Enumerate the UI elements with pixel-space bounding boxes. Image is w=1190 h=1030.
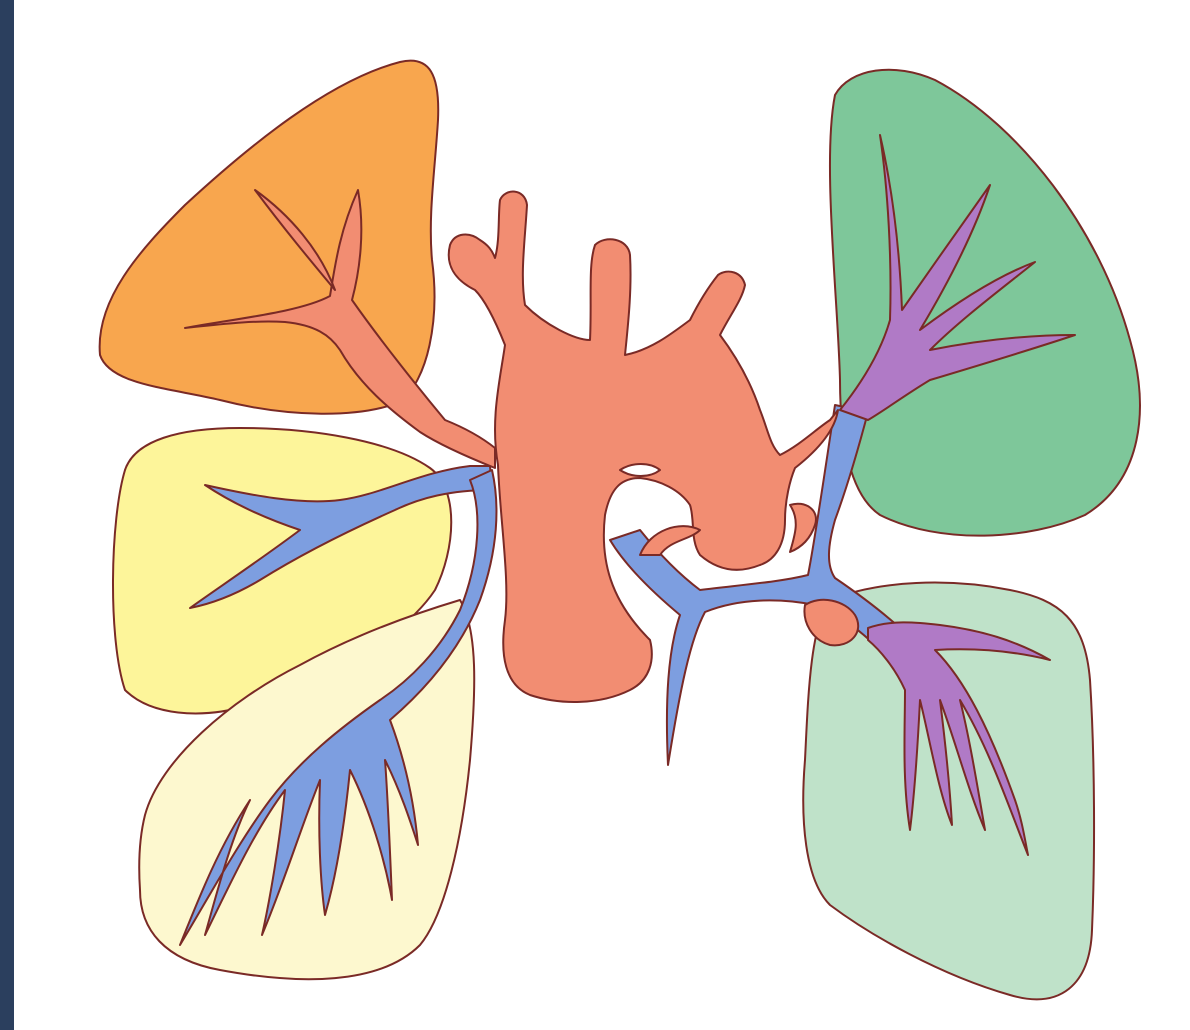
diagram-stage [0, 0, 1190, 1030]
lung-vessel-diagram [0, 0, 1190, 1030]
